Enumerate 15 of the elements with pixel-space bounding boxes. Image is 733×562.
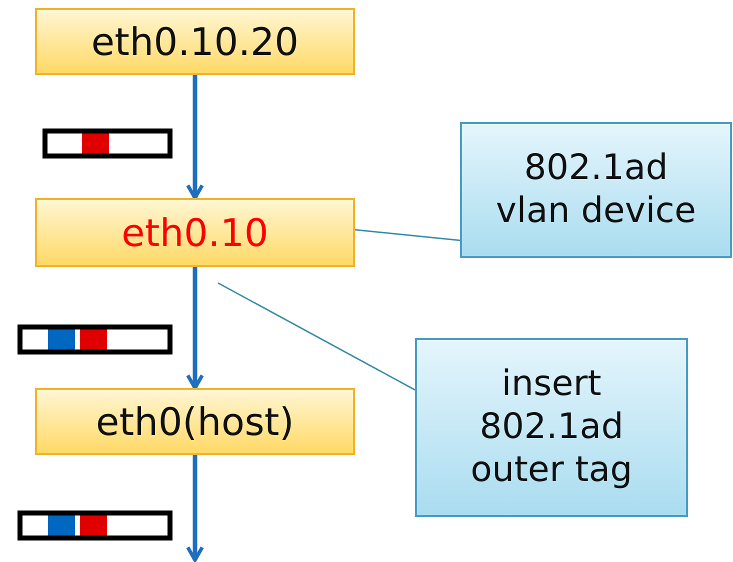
callout-text: 802.1ad vlan device xyxy=(494,147,698,233)
leader-line xyxy=(218,282,416,391)
callout-box xyxy=(415,338,688,517)
interface-name: eth0.10 xyxy=(122,210,268,254)
interface-box xyxy=(35,198,355,267)
leader-line xyxy=(354,229,460,242)
arrow xyxy=(186,267,204,390)
arrow xyxy=(186,455,204,562)
interface-box xyxy=(35,388,355,455)
callout-text: insert 802.1ad outer tag xyxy=(470,363,634,492)
callout-box xyxy=(460,122,732,258)
interface-name: eth0.10.20 xyxy=(91,20,299,64)
arrow xyxy=(186,75,204,200)
interface-box xyxy=(35,8,355,75)
interface-name: eth0(host) xyxy=(96,400,294,444)
